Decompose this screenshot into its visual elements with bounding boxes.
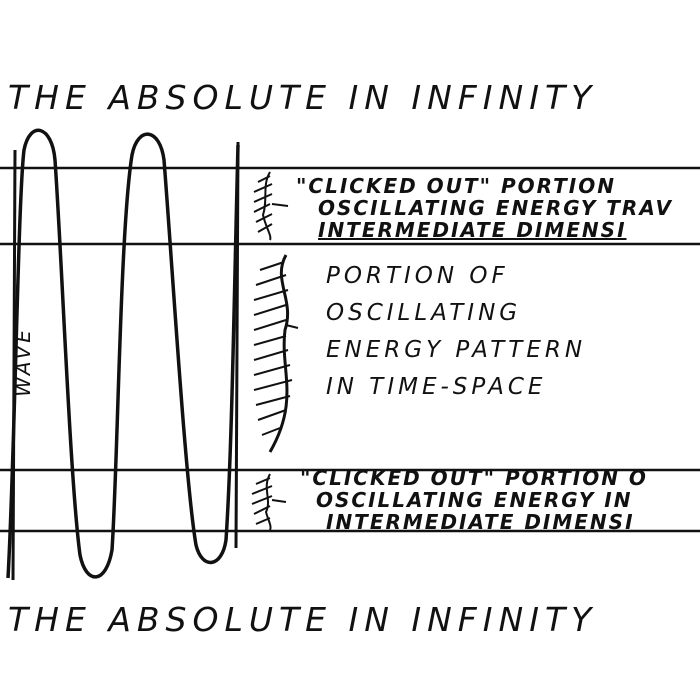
- oscillating-wave: [6, 128, 240, 579]
- middle-band-line: oscillating: [326, 300, 522, 326]
- top-label: The Absolute in Infinity: [8, 78, 598, 117]
- middle-band-text: Portion of oscillating energy pattern in…: [326, 258, 586, 406]
- wave-label: Wave: [10, 327, 35, 397]
- middle-band-line: energy pattern: [326, 337, 587, 363]
- upper-band-line: "Clicked out" portion: [296, 174, 616, 198]
- lower-band-line: "Clicked out" portion o: [300, 466, 648, 490]
- upper-band-line: oscillating energy trav: [318, 196, 673, 220]
- lower-band-line: intermediate dimensi: [326, 510, 635, 534]
- lower-band-line: oscillating energy in: [316, 488, 633, 512]
- upper-band-text: "Clicked out" portion oscillating energy…: [296, 175, 673, 241]
- upper-band-line: intermediate dimensi: [318, 218, 627, 242]
- middle-band-line: Portion of: [326, 263, 509, 289]
- bottom-label: The Absolute in Infinity: [8, 600, 598, 639]
- hatched-waveform-lower: [251, 473, 287, 531]
- lower-band-text: "Clicked out" portion o oscillating ener…: [300, 467, 648, 533]
- hatched-waveform-upper: [253, 171, 289, 241]
- hatched-waveform-middle: [253, 254, 299, 453]
- middle-band-line: in time-space: [326, 374, 547, 400]
